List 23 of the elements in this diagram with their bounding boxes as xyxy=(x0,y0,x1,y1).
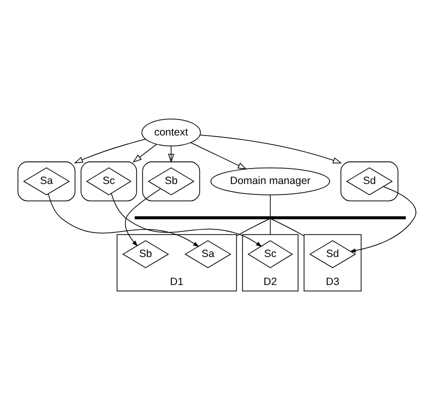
connector xyxy=(270,194,271,216)
cluster xyxy=(80,160,137,201)
cluster xyxy=(340,160,398,201)
node-ellipse: Domain manager xyxy=(210,166,330,195)
cluster xyxy=(18,160,76,201)
connector xyxy=(270,218,271,235)
arrow xyxy=(200,134,342,163)
node-bar xyxy=(134,216,406,219)
node-ellipse: context xyxy=(142,118,201,146)
arrow xyxy=(74,138,146,163)
arrow xyxy=(48,193,200,246)
node-diamond: Sc xyxy=(86,166,132,195)
node-diamond: Sd xyxy=(346,166,393,195)
arrow xyxy=(350,186,416,252)
arrow xyxy=(132,144,157,162)
arrow xyxy=(111,192,262,246)
arrow xyxy=(190,142,247,169)
node-diamond: Sb xyxy=(148,166,195,195)
arrow xyxy=(124,188,161,246)
connector xyxy=(236,218,270,236)
arrow xyxy=(168,145,174,162)
cluster xyxy=(142,160,200,201)
node-diamond: Sa xyxy=(23,166,70,195)
